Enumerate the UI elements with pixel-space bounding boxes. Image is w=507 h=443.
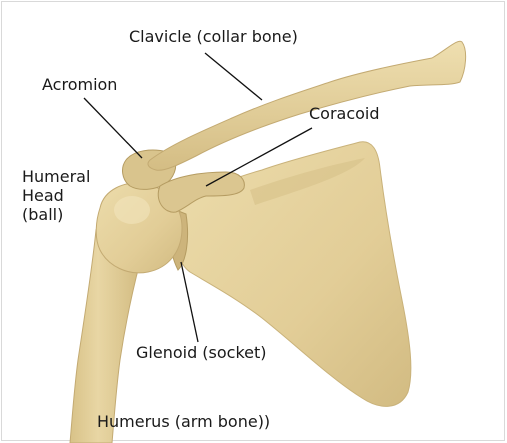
- coracoid-label: Coracoid: [309, 104, 380, 124]
- humeral-head-label-line-3: (ball): [22, 205, 122, 224]
- humeral-head-label-line-2: Head: [22, 186, 122, 205]
- leader-line-clavicle: [205, 53, 262, 100]
- clavicle-bone: [148, 41, 466, 170]
- glenoid-label: Glenoid (socket): [136, 343, 267, 363]
- humerus-label: Humerus (arm bone)): [97, 412, 270, 432]
- clavicle-label: Clavicle (collar bone): [129, 27, 298, 47]
- humeral-head-label: Humeral Head (ball): [22, 167, 122, 224]
- leader-line-acromion: [84, 98, 142, 158]
- acromion-label: Acromion: [42, 75, 117, 95]
- humeral-head-label-line-1: Humeral: [22, 167, 122, 186]
